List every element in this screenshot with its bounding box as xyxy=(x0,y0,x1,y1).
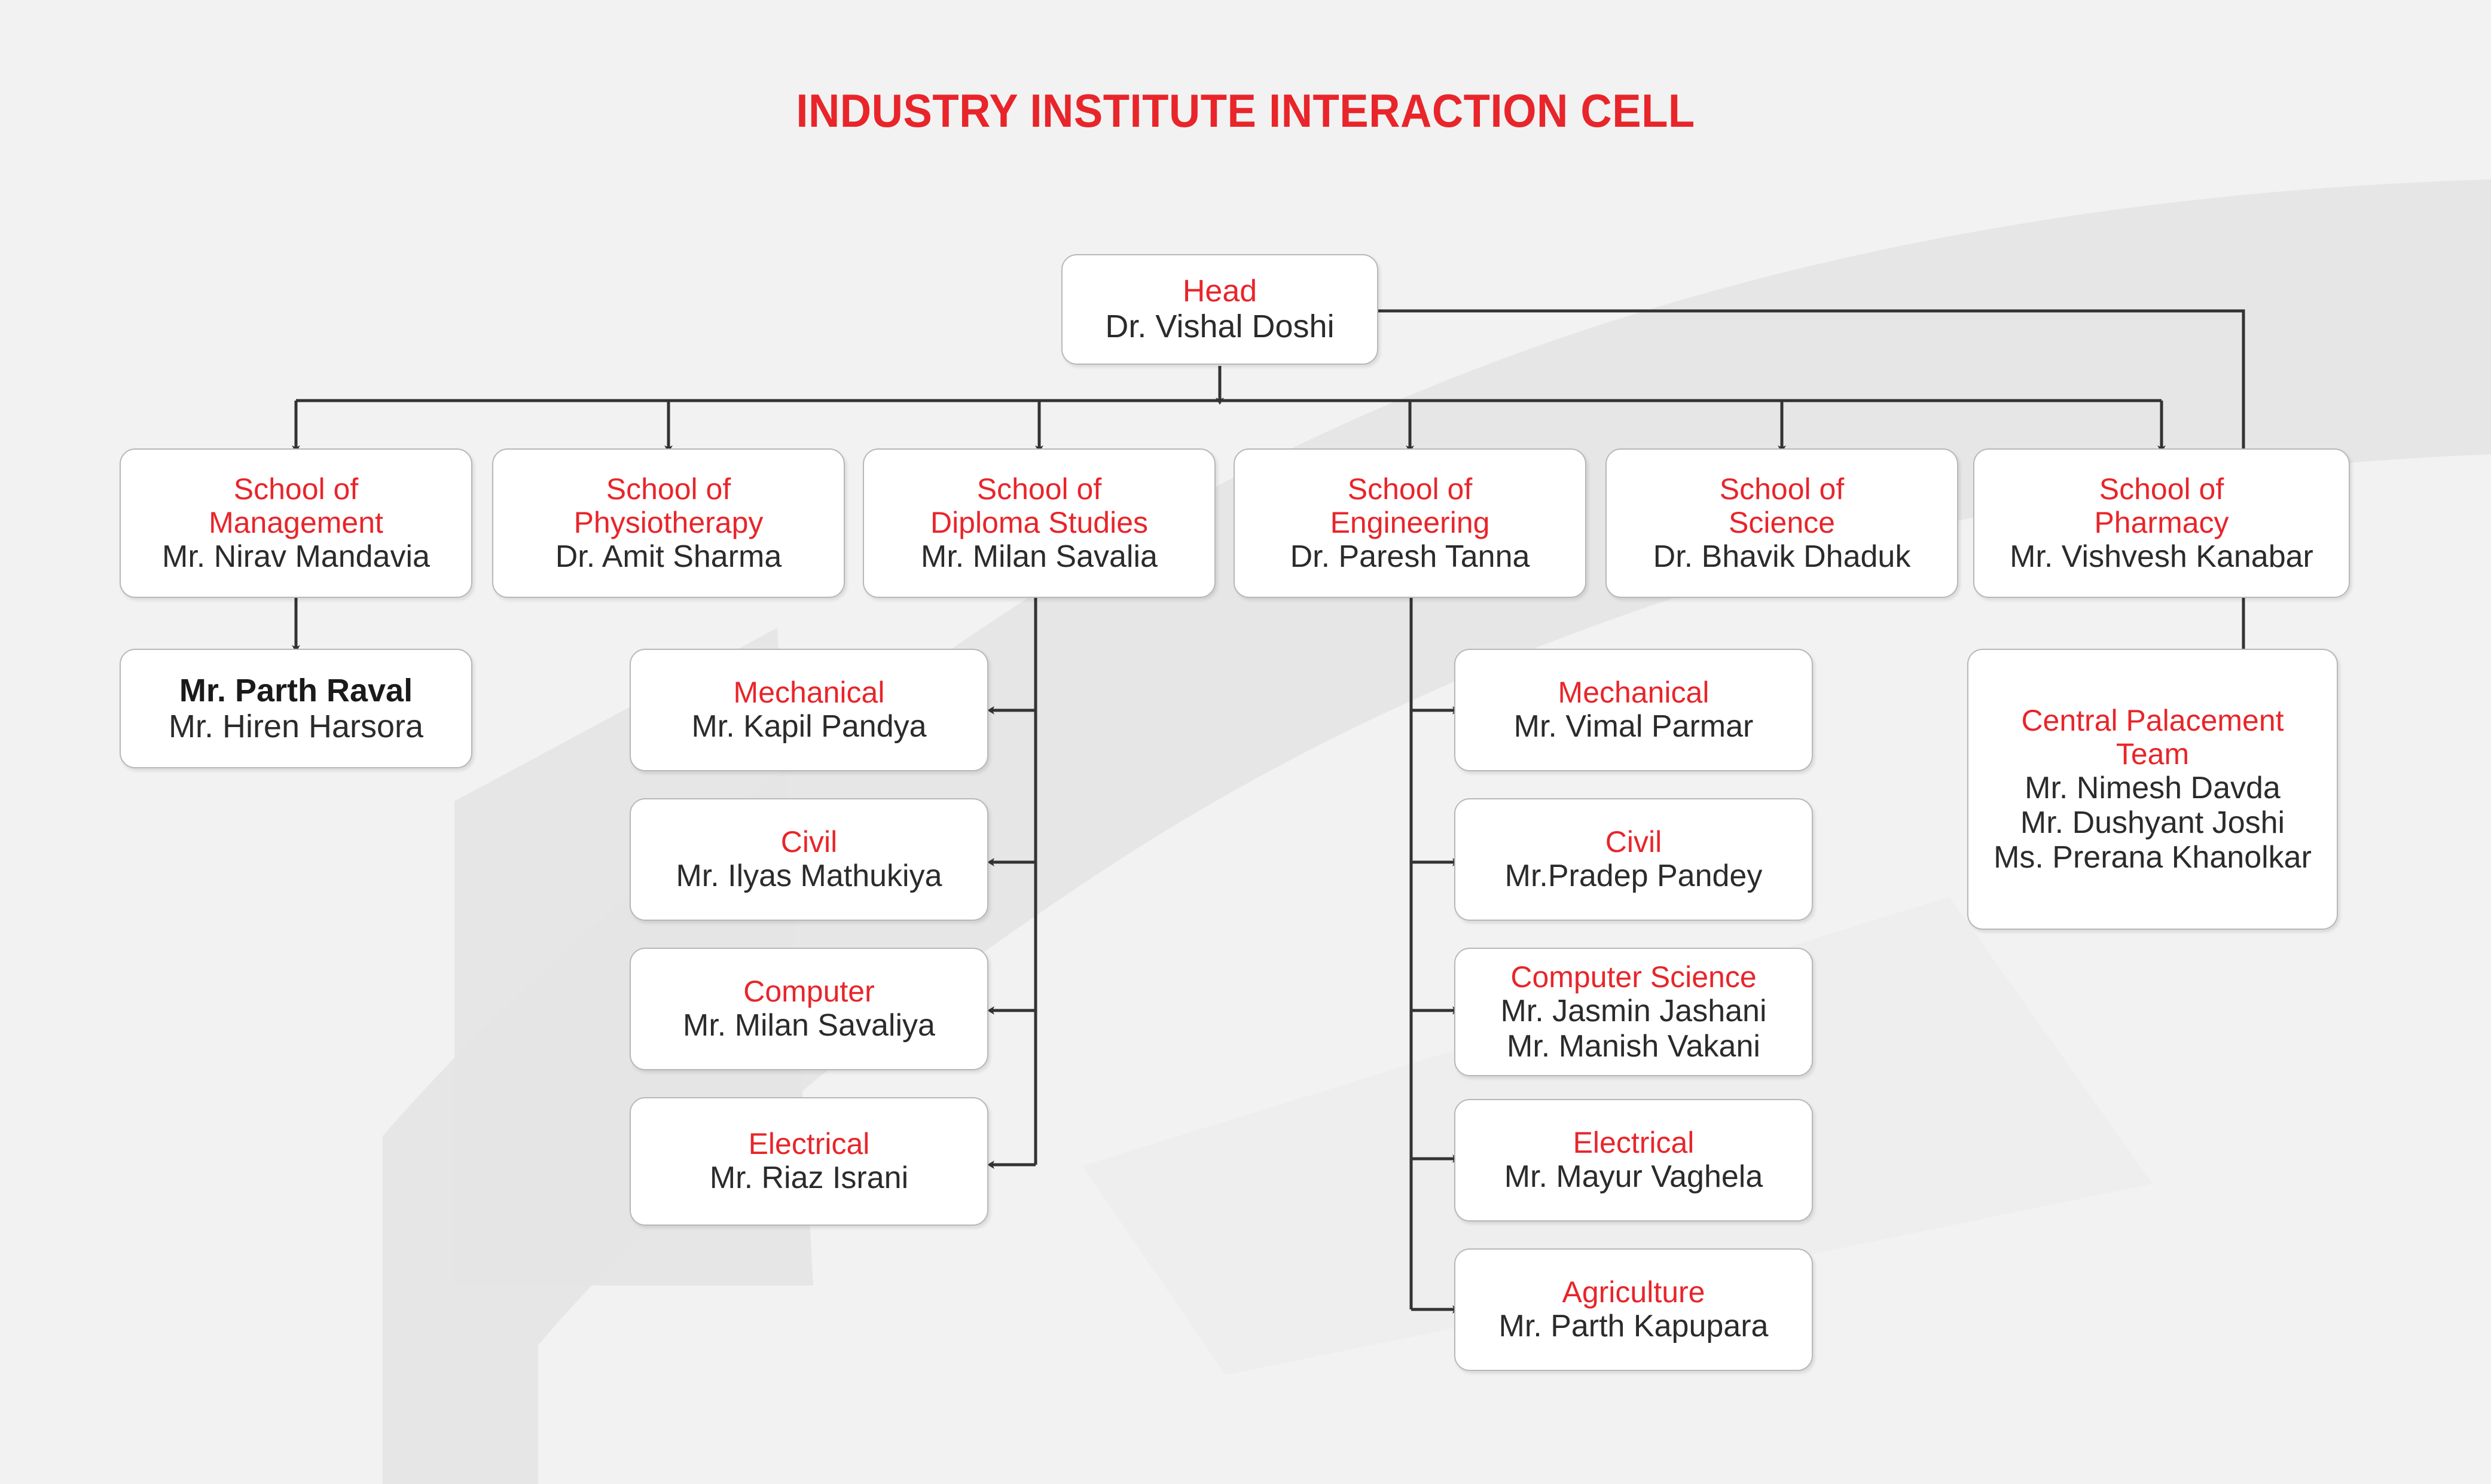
node-engineering-mechanical-title: Mechanical xyxy=(1558,676,1709,710)
node-school-diploma-studies-title: School of Diploma Studies xyxy=(930,472,1149,539)
node-engineering-computer-science[interactable]: Computer Science Mr. Jasmin Jashani Mr. … xyxy=(1454,948,1813,1076)
node-diploma-electrical[interactable]: Electrical Mr. Riaz Israni xyxy=(630,1097,988,1226)
node-diploma-electrical-title: Electrical xyxy=(748,1127,870,1161)
node-engineering-mechanical[interactable]: Mechanical Mr. Vimal Parmar xyxy=(1454,649,1813,771)
node-diploma-mechanical[interactable]: Mechanical Mr. Kapil Pandya xyxy=(630,649,988,771)
node-school-pharmacy-title: School of Pharmacy xyxy=(2094,472,2229,539)
node-head[interactable]: Head Dr. Vishal Doshi xyxy=(1061,254,1378,365)
node-engineering-computer-science-title: Computer Science xyxy=(1510,960,1757,994)
node-engineering-agriculture-name: Mr. Parth Kapupara xyxy=(1498,1309,1769,1344)
node-diploma-computer-name: Mr. Milan Savaliya xyxy=(683,1008,935,1043)
node-engineering-electrical-title: Electrical xyxy=(1573,1126,1695,1160)
node-engineering-electrical[interactable]: Electrical Mr. Mayur Vaghela xyxy=(1454,1099,1813,1222)
node-school-science[interactable]: School of Science Dr. Bhavik Dhaduk xyxy=(1605,448,1958,598)
node-diploma-computer-title: Computer xyxy=(743,975,875,1009)
node-central-placement-team[interactable]: Central Palacement Team Mr. Nimesh Davda… xyxy=(1967,649,2338,930)
node-central-placement-team-title: Central Palacement Team xyxy=(2021,703,2284,771)
node-head-name: Dr. Vishal Doshi xyxy=(1105,309,1335,345)
node-school-science-title: School of Science xyxy=(1719,472,1845,539)
node-school-diploma-studies[interactable]: School of Diploma Studies Mr. Milan Sava… xyxy=(863,448,1216,598)
node-school-physiotherapy[interactable]: School of Physiotherapy Dr. Amit Sharma xyxy=(492,448,845,598)
node-school-engineering[interactable]: School of Engineering Dr. Paresh Tanna xyxy=(1234,448,1586,598)
node-engineering-civil-name: Mr.Pradep Pandey xyxy=(1504,859,1763,894)
node-engineering-electrical-name: Mr. Mayur Vaghela xyxy=(1504,1159,1763,1195)
node-diploma-mechanical-title: Mechanical xyxy=(733,676,885,710)
node-school-pharmacy[interactable]: School of Pharmacy Mr. Vishvesh Kanabar xyxy=(1973,448,2350,598)
node-school-diploma-studies-name: Mr. Milan Savalia xyxy=(921,539,1158,574)
node-school-science-name: Dr. Bhavik Dhaduk xyxy=(1653,539,1911,574)
node-diploma-civil-name: Mr. Ilyas Mathukiya xyxy=(676,859,942,894)
node-school-management[interactable]: School of Management Mr. Nirav Mandavia xyxy=(120,448,472,598)
node-head-title: Head xyxy=(1182,274,1257,309)
node-diploma-mechanical-name: Mr. Kapil Pandya xyxy=(691,709,927,744)
node-management-team[interactable]: Mr. Parth Raval Mr. Hiren Harsora xyxy=(120,649,472,768)
node-engineering-civil-title: Civil xyxy=(1605,825,1662,859)
node-school-pharmacy-name: Mr. Vishvesh Kanabar xyxy=(2010,539,2313,574)
node-engineering-computer-science-name: Mr. Jasmin Jashani Mr. Manish Vakani xyxy=(1500,994,1767,1064)
node-engineering-civil[interactable]: Civil Mr.Pradep Pandey xyxy=(1454,798,1813,921)
node-management-team-name-primary: Mr. Parth Raval xyxy=(179,672,413,709)
node-school-engineering-title: School of Engineering xyxy=(1330,472,1490,539)
node-engineering-agriculture-title: Agriculture xyxy=(1562,1275,1705,1309)
node-diploma-computer[interactable]: Computer Mr. Milan Savaliya xyxy=(630,948,988,1070)
node-school-management-title: School of Management xyxy=(209,472,383,539)
node-diploma-electrical-name: Mr. Riaz Israni xyxy=(709,1161,909,1196)
node-engineering-mechanical-name: Mr. Vimal Parmar xyxy=(1513,709,1754,744)
node-central-placement-team-names: Mr. Nimesh Davda Mr. Dushyant Joshi Ms. … xyxy=(1994,770,2312,875)
node-diploma-civil-title: Civil xyxy=(780,825,838,859)
node-management-team-name-secondary: Mr. Hiren Harsora xyxy=(168,709,424,744)
page-title: INDUSTRY INSTITUTE INTERACTION CELL xyxy=(796,84,1695,137)
node-engineering-agriculture[interactable]: Agriculture Mr. Parth Kapupara xyxy=(1454,1248,1813,1371)
node-school-engineering-name: Dr. Paresh Tanna xyxy=(1290,539,1530,574)
node-school-physiotherapy-title: School of Physiotherapy xyxy=(573,472,764,539)
node-school-physiotherapy-name: Dr. Amit Sharma xyxy=(555,539,782,574)
node-diploma-civil[interactable]: Civil Mr. Ilyas Mathukiya xyxy=(630,798,988,921)
node-school-management-name: Mr. Nirav Mandavia xyxy=(162,539,430,574)
